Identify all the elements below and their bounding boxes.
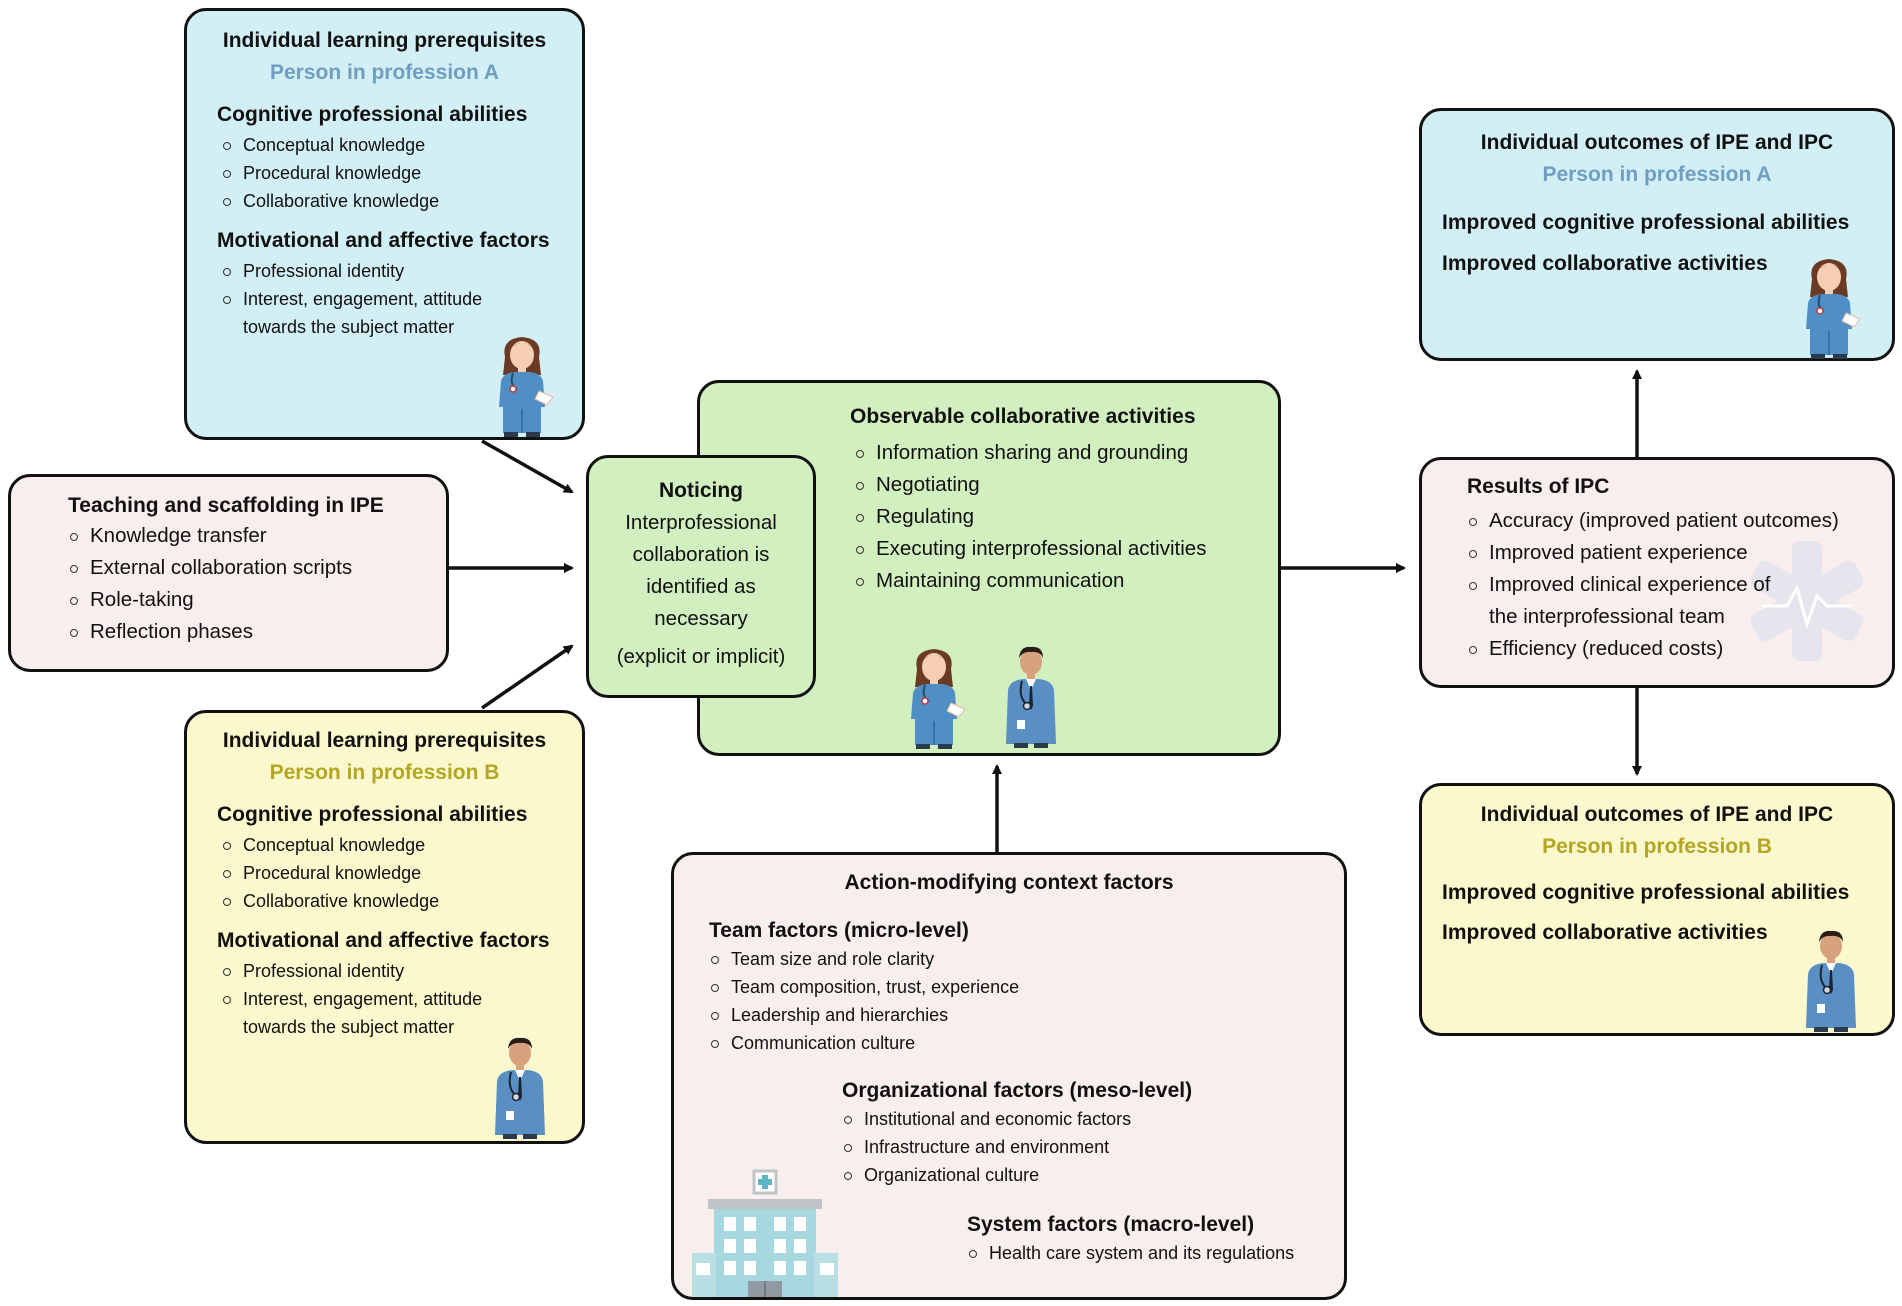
list-item: Team composition, trust, experience [709,973,1019,1001]
list-item: Organizational culture [842,1161,1192,1189]
prereq-a-motivational-heading: Motivational and affective factors [217,229,550,252]
teaching-box: Teaching and scaffolding in IPE Knowledg… [8,474,449,672]
prereq-a-cognitive-heading: Cognitive professional abilities [217,103,528,126]
outcome-a-line1: Improved cognitive professional abilitie… [1442,211,1850,234]
list-item: Efficiency (reduced costs) [1467,633,1892,665]
prereq-b-person: Person in profession B [269,761,500,784]
list-item-continuation: the interprofessional team [1489,605,1725,628]
list-item: Conceptual knowledge [221,831,582,859]
outcome-b-title: Individual outcomes of IPE and IPC [1480,803,1834,826]
list-item: Institutional and economic factors [842,1105,1192,1133]
list-item: Improved clinical experience of [1467,569,1892,601]
list-item: Procedural knowledge [221,859,582,887]
list-item: Reflection phases [68,616,446,648]
list-item-continuation: towards the subject matter [243,317,455,337]
list-item: External collaboration scripts [68,552,446,584]
list-item-continuation: towards the subject matter [243,1017,455,1037]
outcome-b-line2: Improved collaborative activities [1442,921,1768,944]
doctor-icon [485,1031,555,1141]
list-item: Executing interprofessional activities [854,533,1278,565]
context-org-heading: Organizational factors (meso-level) [842,1079,1193,1102]
nurse-icon [1794,251,1864,361]
outcome-b-box: Individual outcomes of IPE and IPC Perso… [1419,783,1895,1036]
list-item: Interest, engagement, attitude [221,285,582,313]
prereq-b-box: Individual learning prerequisites Person… [184,710,585,1144]
list-item: Role-taking [68,584,446,616]
list-item: Leadership and hierarchies [709,1001,1019,1029]
prereq-a-person: Person in profession A [269,61,500,84]
outcome-a-line2: Improved collaborative activities [1442,252,1768,275]
teaching-title: Teaching and scaffolding in IPE [68,494,384,517]
prereq-a-box: Individual learning prerequisites Person… [184,8,585,440]
outcome-b-person: Person in profession B [1542,835,1772,858]
list-item: Interest, engagement, attitude [221,985,582,1013]
results-title: Results of IPC [1467,475,1610,498]
outcome-b-line1: Improved cognitive professional abilitie… [1442,881,1850,904]
nurse-icon [899,641,969,751]
noticing-line: necessary [654,607,748,630]
noticing-note: (explicit or implicit) [616,645,786,668]
outcome-a-box: Individual outcomes of IPE and IPC Perso… [1419,108,1895,361]
list-item: Professional identity [221,957,582,985]
list-item: Collaborative knowledge [221,887,582,915]
context-title: Action-modifying context factors [844,871,1174,894]
list-item: Health care system and its regulations [967,1239,1294,1267]
arrow-prereq-b-to-noticing [481,644,574,710]
doctor-icon [996,639,1066,751]
list-item: Knowledge transfer [68,520,446,552]
context-system-heading: System factors (macro-level) [967,1213,1255,1236]
prereq-b-motivational-heading: Motivational and affective factors [217,929,550,952]
arrow-prereq-a-to-noticing [481,439,574,494]
prereq-b-cognitive-heading: Cognitive professional abilities [217,803,528,826]
list-item: Maintaining communication [854,565,1278,597]
outcome-a-title: Individual outcomes of IPE and IPC [1480,131,1834,154]
prereq-b-title: Individual learning prerequisites [222,729,547,752]
outcome-a-person: Person in profession A [1542,163,1772,186]
doctor-icon [1796,924,1866,1034]
context-team-heading: Team factors (micro-level) [709,919,969,942]
activities-title: Observable collaborative activities [850,405,1196,428]
prereq-a-title: Individual learning prerequisites [222,29,547,52]
list-item: Regulating [854,501,1278,533]
list-item: Team size and role clarity [709,945,1019,973]
noticing-line: identified as [646,575,756,598]
list-item: Information sharing and grounding [854,437,1278,469]
list-item: Communication culture [709,1029,1019,1057]
star-of-life-icon [1750,541,1864,661]
context-box: Action-modifying context factors Team fa… [671,852,1347,1300]
list-item: Improved patient experience [1467,537,1892,569]
list-item: Infrastructure and environment [842,1133,1192,1161]
noticing-line: Interprofessional [625,511,777,534]
list-item: Professional identity [221,257,582,285]
results-box: Results of IPC Accuracy (improved patien… [1419,457,1895,688]
list-item: Negotiating [854,469,1278,501]
noticing-title: Noticing [659,479,743,502]
nurse-icon [487,329,557,439]
noticing-box: Noticing Interprofessional collaboration… [586,455,816,698]
list-item: Conceptual knowledge [221,131,582,159]
noticing-line: collaboration is [632,543,770,566]
hospital-icon [692,1169,838,1297]
list-item: Accuracy (improved patient outcomes) [1467,505,1892,537]
list-item: Procedural knowledge [221,159,582,187]
list-item: Collaborative knowledge [221,187,582,215]
